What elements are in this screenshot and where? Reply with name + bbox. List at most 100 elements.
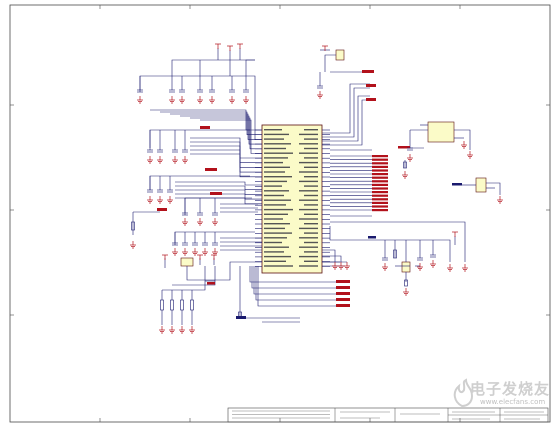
wire-segment: [172, 266, 216, 286]
pin-label-mark: [299, 161, 318, 164]
flame-logo-icon: [453, 378, 474, 408]
pin-label-mark: [264, 147, 286, 150]
pin-label-mark: [264, 241, 282, 244]
pin-label-mark: [304, 157, 318, 159]
net-flag-icon: [398, 146, 410, 149]
net-flag-icon: [372, 165, 388, 168]
wire-segment: [186, 261, 262, 281]
resistor-icon: [170, 299, 174, 311]
pad-icon: [236, 316, 246, 319]
pin-label-mark: [264, 227, 285, 230]
wire-segment: [486, 182, 501, 195]
net-flag-icon: [372, 201, 388, 204]
net-flag-icon: [372, 183, 388, 186]
power-symbols: [162, 43, 458, 260]
net-flag-icon: [336, 286, 350, 289]
net-flag-icon: [372, 191, 388, 194]
wire-segment: [190, 153, 262, 178]
pin-label-mark: [264, 260, 286, 262]
passive-components: [131, 85, 436, 319]
wire-segment: [322, 83, 370, 134]
header-p1: [180, 257, 194, 267]
net-flag-icon: [336, 304, 350, 307]
pin-label-mark: [264, 232, 292, 234]
pin-label-mark: [264, 208, 293, 211]
net-flag-icon: [366, 84, 376, 87]
pin-label-mark: [264, 251, 284, 253]
crystal-y1: [401, 261, 411, 273]
net-flag-icon: [372, 173, 388, 176]
pin-label-mark: [299, 227, 318, 230]
wire-segment: [170, 113, 262, 140]
pin-label-mark: [264, 199, 291, 201]
wire-segment: [184, 197, 252, 215]
resistor-icon: [404, 279, 408, 287]
wire-segment: [322, 87, 370, 138]
net-flag-icon: [372, 155, 388, 158]
wire-segment: [257, 266, 340, 307]
pin-label-mark: [304, 176, 318, 178]
net-flag-icon: [372, 158, 388, 161]
pin-label-mark: [304, 138, 318, 140]
pin-label-mark: [264, 171, 285, 173]
net-flag-icon: [366, 98, 376, 101]
wire-segment: [175, 185, 262, 190]
pin-label-mark: [299, 133, 318, 136]
wire-segment: [322, 99, 370, 146]
net-labels: [336, 70, 462, 307]
pin-label-mark: [304, 223, 318, 225]
wire-segment: [322, 95, 370, 142]
power-flag-icon: [157, 208, 167, 211]
pin-label-mark: [264, 138, 284, 140]
net-flag-icon: [368, 236, 376, 239]
pin-label-mark: [299, 265, 318, 267]
pin-label-mark: [299, 199, 318, 201]
pin-label-mark: [264, 129, 282, 131]
resistor-icon: [403, 161, 407, 169]
resistor-icon: [190, 299, 194, 311]
pin-label-mark: [264, 204, 286, 206]
resistor-icon: [131, 221, 135, 231]
pin-label-mark: [264, 180, 287, 183]
net-flag-icon: [372, 180, 388, 183]
net-flag-icon: [372, 209, 388, 212]
net-flag-icon: [372, 176, 388, 179]
wire-segment: [454, 129, 471, 150]
pin-label-mark: [264, 218, 283, 220]
net-flag-icon: [372, 162, 388, 165]
pin-label-mark: [264, 194, 284, 197]
pin-label-mark: [264, 161, 283, 164]
wire-segment: [175, 181, 262, 186]
wire-segment: [324, 54, 336, 72]
pin-label-mark: [264, 213, 288, 215]
wire-segment: [322, 255, 342, 262]
wire-segment: [253, 266, 340, 295]
pin-label-mark: [264, 190, 289, 192]
resistor-icon: [160, 299, 164, 311]
pin-label-mark: [304, 129, 318, 131]
pin-label-mark: [264, 185, 282, 187]
pin-label-mark: [299, 208, 318, 211]
wire-segment: [160, 111, 262, 135]
pin-label-mark: [299, 255, 318, 258]
pin-label-mark: [304, 251, 318, 253]
net-flag-icon: [362, 70, 374, 73]
pin-label-mark: [264, 176, 292, 178]
resistor-icon: [180, 299, 184, 311]
resistor-icon: [393, 249, 397, 259]
net-wires: [132, 48, 501, 325]
pin-label-mark: [264, 265, 293, 267]
power-flag-icon: [210, 192, 222, 195]
pin-label-mark: [304, 147, 318, 150]
power-flag-icon: [200, 126, 210, 129]
net-flag-icon: [336, 298, 350, 301]
main-ic: [261, 124, 323, 274]
pin-label-mark: [264, 223, 290, 225]
pin-label-mark: [264, 255, 291, 258]
wire-segment: [249, 266, 340, 283]
wire-segment: [162, 266, 206, 291]
pin-label-mark: [264, 157, 288, 159]
pin-label-mark: [264, 133, 289, 136]
pin-label-mark: [299, 218, 318, 220]
